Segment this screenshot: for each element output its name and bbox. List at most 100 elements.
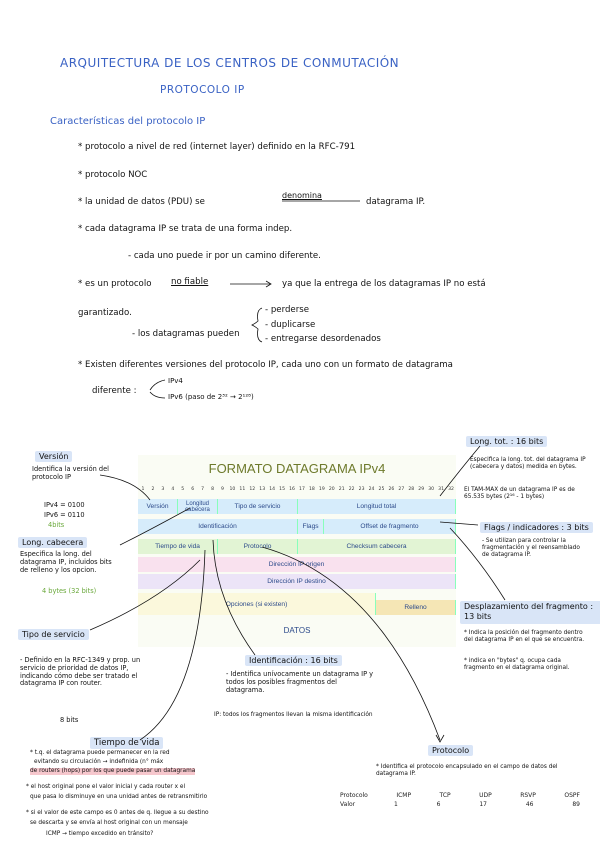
bit-number: 16: [289, 487, 295, 492]
bit-number: 24: [368, 487, 375, 492]
inline-ya-que: ya que la entrega de los datagramas IP n…: [282, 279, 486, 289]
protocol-table-values: Valor 1 6 17 46 89: [340, 801, 580, 808]
inline-datagrama: datagrama IP.: [366, 197, 426, 207]
protocol-table-header-cell: RSVP: [520, 792, 536, 799]
field-version: Versión: [138, 499, 178, 514]
arrow-stroke: [139, 549, 206, 741]
bit-number: 22: [348, 487, 355, 492]
field-identification: Identificación: [138, 519, 298, 534]
diagram-row-5: Dirección IP destino: [138, 574, 456, 589]
bit-number: 14: [269, 487, 276, 492]
header-length-description: Especifica la long. del datagrama IP, in…: [20, 550, 112, 574]
ttl-line-1: * t.q. el datagrama puede permanecer en …: [30, 750, 170, 756]
ttl-line-8: ICMP → tiempo excedido en tránsito?: [46, 831, 154, 837]
bullet-4: * cada datagrama IP se trata de una form…: [78, 224, 293, 234]
field-destination-ip: Dirección IP destino: [138, 574, 456, 589]
bit-number: 17: [299, 487, 305, 492]
total-length-max: El TAM-MAX de un datagrama IP es de 65.5…: [464, 487, 575, 500]
list-perderse: - perderse: [265, 305, 309, 315]
protocol-table-header-cell: TCP: [439, 792, 451, 799]
protocol-table-cell: Valor: [340, 801, 356, 808]
field-total-length: Longitud total: [298, 499, 456, 514]
arrow-stroke: [212, 539, 256, 656]
arrow-stroke: [449, 527, 506, 601]
version-ipv4: IPv4: [168, 377, 183, 385]
protocol-table-header: Protocolo ICMP TCP UDP RSVP OSPF: [340, 792, 580, 799]
service-type-description: - Definido en la RFC-1349 y prop. un ser…: [20, 656, 141, 688]
identification-note: IP: todos los fragmentos llevan la misma…: [214, 712, 373, 718]
arrow-head: [265, 280, 272, 288]
arrow-stroke: [149, 391, 166, 399]
fragment-offset-description-2: * indica en "bytes" q. ocupa cada fragme…: [464, 658, 570, 671]
bit-number: 9: [221, 487, 224, 492]
bit-number: 10: [229, 487, 236, 492]
label-version: Versión: [35, 451, 73, 462]
ttl-line-5: que pasa lo disminuye en una unidad ante…: [30, 794, 208, 800]
protocol-table: Protocolo ICMP TCP UDP RSVP OSPF Valor 1…: [340, 792, 580, 808]
field-ttl: Tiempo de vida: [138, 539, 218, 554]
bit-number: 19: [318, 487, 325, 492]
ttl-line-6: * si el valor de este campo es 0 antes d…: [26, 810, 209, 816]
bracket-stroke: [251, 307, 263, 343]
protocol-table-cell: 46: [525, 801, 534, 808]
label-protocol: Protocolo: [428, 745, 474, 756]
label-flags: Flags / indicadores : 3 bits: [480, 522, 593, 533]
bullet-2: * protocolo NOC: [78, 170, 148, 180]
bit-number: 7: [201, 487, 205, 492]
arrow-stroke: [89, 559, 201, 631]
bit-number: 20: [328, 487, 335, 492]
bit-number: 11: [239, 487, 246, 492]
arrow-stroke: [439, 521, 479, 526]
diagram-row-4: Dirección IP origen: [138, 557, 456, 572]
field-data: DATOS: [283, 626, 311, 635]
field-fragment-offset: Offset de fragmento: [324, 519, 456, 534]
version-bit-count: 4bits: [48, 521, 65, 529]
bit-number: 3: [161, 487, 165, 492]
bullet-10: diferente :: [92, 386, 137, 396]
label-ttl: Tiempo de vida: [90, 737, 164, 749]
diagram-row-2: Identificación Flags Offset de fragmento: [138, 519, 456, 534]
field-flags: Flags: [298, 519, 324, 534]
protocol-table-header-cell: OSPF: [564, 792, 580, 799]
bit-number: 28: [408, 487, 415, 492]
bit-number: 27: [398, 487, 405, 492]
arrow-stroke: [261, 546, 441, 741]
protocol-table-header-cell: Protocolo: [340, 792, 368, 799]
protocol-table-cell: 6: [436, 801, 441, 808]
section-heading: Características del protocolo IP: [50, 116, 206, 127]
page-subtitle: PROTOCOLO IP: [160, 84, 245, 96]
bit-number: 6: [191, 487, 195, 492]
flags-description: - Se utilizan para controlar la fragment…: [482, 538, 580, 558]
label-identification: Identificación : 16 bits: [245, 655, 342, 666]
bit-number: 32: [448, 487, 454, 492]
bit-number: 13: [259, 487, 266, 492]
list-desordenados: - entregarse desordenados: [265, 334, 381, 344]
bit-number: 18: [308, 487, 315, 492]
ttl-line-4: * el host original pone el valor inicial…: [26, 784, 186, 790]
field-protocol: Protocolo: [218, 539, 298, 554]
field-options: Opciones (si existen): [138, 593, 376, 615]
list-duplicarse: - duplicarse: [265, 320, 316, 330]
protocol-table-cell: 1: [393, 801, 398, 808]
field-service-type: Tipo de servicio: [218, 499, 298, 514]
version-ipv4-bits: IPv4 = 0100: [44, 501, 85, 509]
bit-number: 21: [338, 487, 345, 492]
arrow-stroke: [439, 445, 481, 497]
bullet-5: - cada uno puede ir por un camino difere…: [128, 251, 321, 261]
field-checksum: Checksum cabecera: [298, 539, 456, 554]
service-type-bits: 8 bits: [60, 716, 79, 724]
bit-number: 4: [171, 487, 175, 492]
bit-number: 12: [249, 487, 256, 492]
diagram-row-1: Versión Longitud cabecera Tipo de servic…: [138, 499, 456, 514]
diagram-row-3: Tiempo de vida Protocolo Checksum cabece…: [138, 539, 456, 554]
bullet-3: * la unidad de datos (PDU) se: [78, 197, 205, 207]
bit-number: 23: [358, 487, 365, 492]
field-source-ip: Dirección IP origen: [138, 557, 456, 572]
bullet-9: * Existen diferentes versiones del proto…: [78, 360, 453, 370]
bit-number: 15: [279, 487, 286, 492]
version-description: Identifica la versión del protocolo IP: [32, 465, 109, 481]
version-ipv6-bits: IPv6 = 0110: [44, 511, 85, 519]
bullet-1: * protocolo a nivel de red (internet lay…: [78, 142, 356, 152]
